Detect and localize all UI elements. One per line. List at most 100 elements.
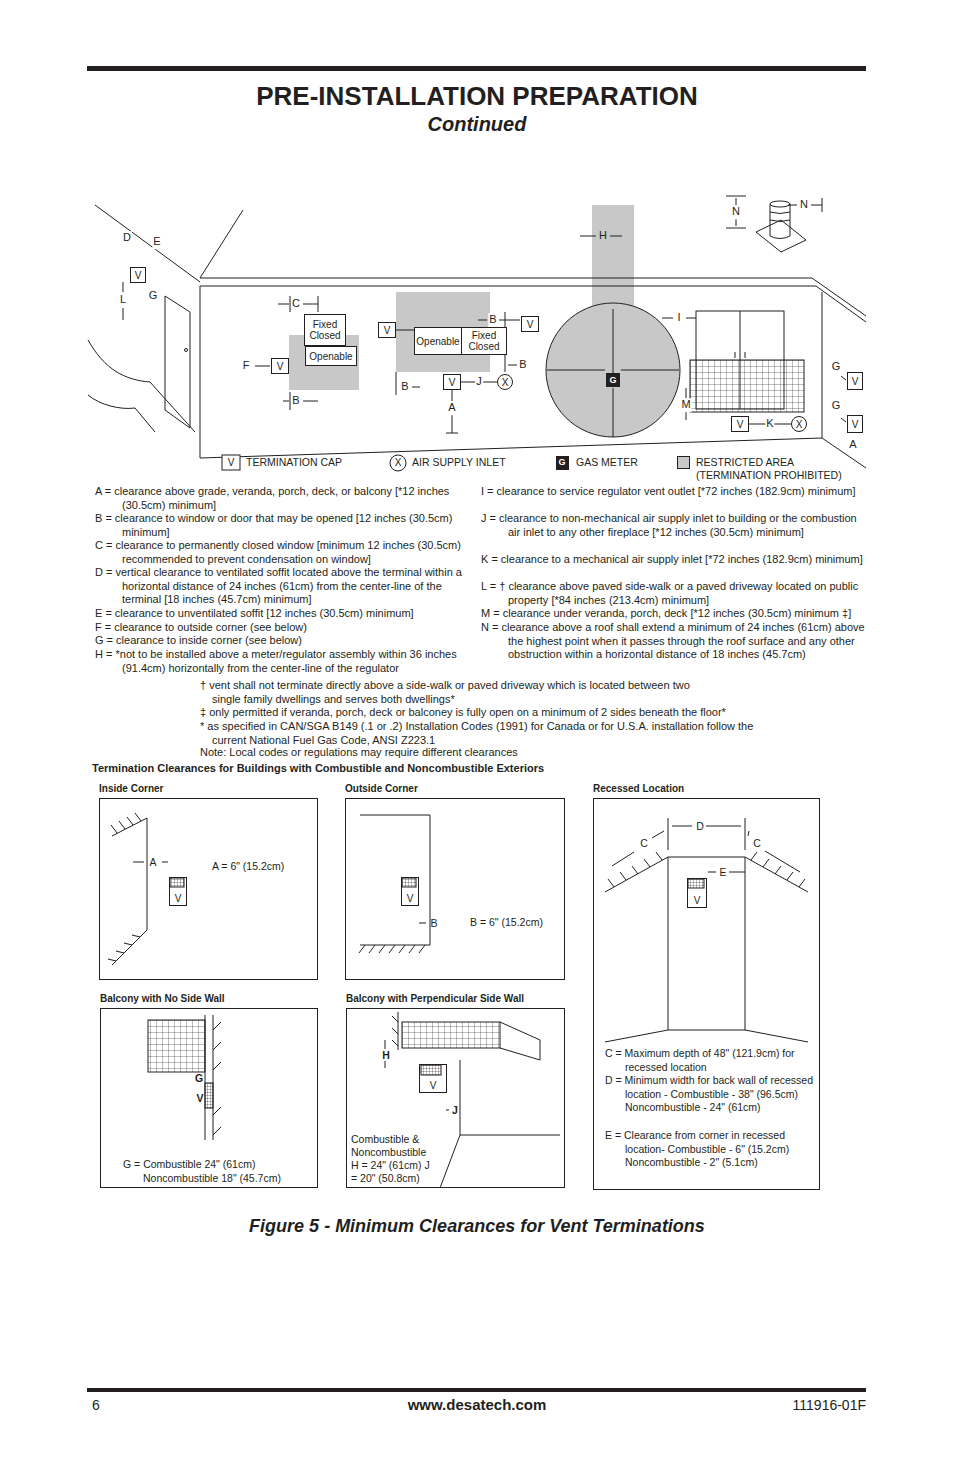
termination-cap: V [687, 878, 707, 908]
dimension-letter: C [291, 297, 301, 311]
web-address: www.desatech.com [408, 1396, 547, 1414]
detail-drawing [392, 1016, 398, 1046]
termination-cap: V [847, 372, 863, 390]
house-drawing [165, 296, 190, 428]
node-text: Fixed Closed [462, 330, 506, 352]
house-drawing [95, 205, 200, 282]
dimension-note: D = Minimum width for back wall of reces… [605, 1074, 817, 1115]
window-pane: Fixed Closed [461, 327, 507, 355]
dimension-letter: B [488, 313, 497, 327]
detail-drawing [359, 945, 425, 953]
house-drawing [690, 360, 804, 412]
footnote: † vent shall not terminate directly abov… [200, 679, 715, 706]
detail-drawing [111, 813, 141, 833]
termination-cap: V [271, 358, 289, 374]
dimension-letter: I [676, 311, 681, 325]
house-drawing [185, 349, 188, 352]
node-text: X [502, 377, 509, 388]
detail-drawing [419, 923, 426, 924]
detail-drawing [213, 1022, 221, 1135]
dimension-letter: A [149, 856, 156, 870]
termination-cap: V [419, 1064, 447, 1093]
house-drawing [841, 376, 846, 422]
legend-sample [222, 455, 240, 470]
dimension-note: E = Clearance from corner in recessed lo… [605, 1129, 817, 1170]
clearance-definition: H = *not to be installed above a meter/r… [95, 648, 467, 675]
detail-drawing [605, 1030, 808, 1042]
detail-drawing [668, 818, 745, 850]
house-drawing [200, 286, 201, 458]
node-text: V [430, 1080, 437, 1092]
detail-drawing [170, 878, 184, 887]
node-text: V [527, 319, 534, 330]
footnote: Note: Local codes or regulations may req… [200, 746, 760, 760]
page-number: 6 [92, 1397, 100, 1413]
detail-drawing [108, 935, 140, 961]
page-rule [87, 1388, 866, 1392]
figure-caption: Figure 5 - Minimum Clearances for Vent T… [249, 1215, 705, 1237]
house-drawing [255, 366, 270, 367]
detail-panel: Recessed LocationDCCEC = Maximum depth o… [593, 798, 820, 1190]
detail-drawing [205, 1083, 213, 1108]
dimension-letter: M [680, 398, 691, 412]
detail-drawing [402, 878, 416, 887]
document-number: 111916-01F [793, 1397, 866, 1413]
node-text: V [694, 895, 701, 907]
node-text: V [384, 325, 391, 336]
dimension-letter: L [119, 293, 127, 307]
house-drawing [822, 292, 866, 468]
dimension-letter: G [831, 399, 842, 413]
house-drawing [505, 355, 517, 372]
dimension-letter: B [518, 358, 527, 372]
detail-drawing [402, 1022, 500, 1048]
detail-drawing [421, 1065, 441, 1075]
panel-heading: Balcony with No Side Wall [100, 993, 225, 1005]
termination-cap: V [401, 877, 419, 906]
dimension-letter: E [152, 235, 161, 249]
clearance-definition: F = clearance to outside corner (see bel… [95, 621, 467, 635]
house-drawing [200, 438, 822, 458]
house-drawing [770, 204, 790, 236]
house-drawing [88, 340, 195, 432]
page-rule [87, 66, 866, 71]
legend-symbol: X [395, 456, 402, 470]
dimension-letter: H [598, 229, 608, 243]
house-drawing [88, 395, 155, 432]
dimension-letter: N [799, 198, 809, 212]
panel-heading: Inside Corner [99, 783, 163, 795]
air-supply-inlet: X [497, 374, 513, 390]
page-rule [87, 66, 866, 1392]
dimension-letter: G [148, 289, 159, 303]
detail-drawing [148, 1020, 205, 1072]
node-text: Openable [416, 336, 459, 347]
clearance-definition: J = clearance to non-mechanical air supp… [481, 512, 871, 539]
node-text: V [175, 893, 182, 905]
detail-drawing [748, 831, 800, 872]
detail-panel: Balcony with Perpendicular Side WallHJCo… [346, 1008, 565, 1188]
legend-text: TERMINATION CAP [246, 456, 342, 470]
house-drawing [200, 278, 816, 286]
node-text: V [737, 419, 744, 430]
clearance-definition: C = clearance to permanently closed wind… [95, 539, 467, 566]
detail-drawing [440, 1060, 560, 1188]
termination-cap: V [130, 267, 146, 283]
page-title: PRE-INSTALLATION PREPARATION [256, 81, 698, 111]
legend-text: AIR SUPPLY INLET [412, 456, 506, 470]
clearance-definition: L = † clearance above paved side-walk or… [481, 580, 871, 607]
house-drawing [770, 236, 790, 239]
dimension-letter: B [430, 917, 437, 931]
detail-drawing [360, 815, 430, 945]
house-drawing [396, 372, 420, 395]
house-drawing [547, 309, 679, 437]
termination-cap: V [731, 416, 749, 432]
house-drawing [283, 392, 318, 410]
house-drawing [200, 210, 243, 278]
detail-drawing [751, 852, 805, 887]
dimension-letter: H [382, 1049, 390, 1063]
panel-heading: Balcony with Perpendicular Side Wall [346, 993, 524, 1005]
node-text: V [852, 419, 859, 430]
